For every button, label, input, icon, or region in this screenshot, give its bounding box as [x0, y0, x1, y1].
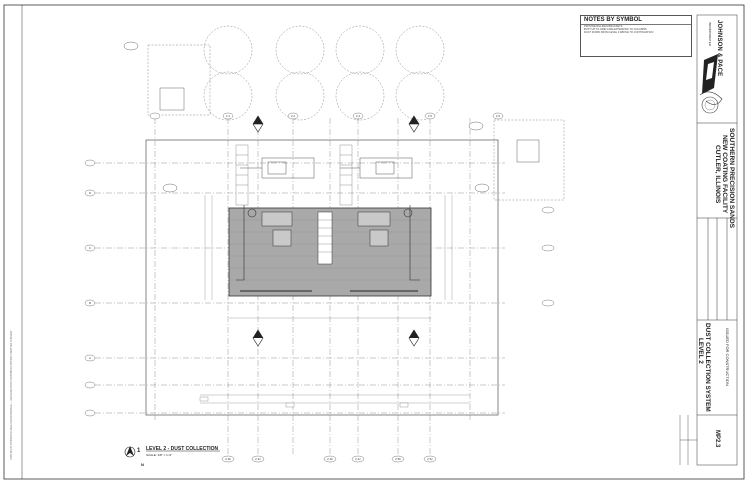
drawing-title-line-1: DUST COLLECTION SYSTEM — [704, 323, 711, 412]
duct-runs — [236, 205, 420, 281]
stair-treads — [318, 219, 332, 253]
grid-label-left: D — [89, 191, 92, 195]
engineer-seal — [701, 96, 719, 114]
section-marker-fills — [253, 116, 419, 338]
grid-label-left: C — [89, 246, 92, 250]
dimension-lines — [200, 195, 470, 404]
note-line: PROVIDE BILLIKEN BRACKETS — [584, 25, 623, 28]
project-line-1: SOUTHERN PRECISION SANDS — [728, 128, 735, 229]
equipment-pad — [159, 87, 185, 111]
dust-collector-units — [240, 157, 413, 179]
silo-outlines — [147, 25, 565, 201]
signature — [699, 91, 723, 105]
sheet-number: MP2.3 — [714, 430, 720, 448]
grid-bubbles-right — [541, 206, 555, 307]
grid-label-top: 2.6 — [496, 114, 501, 118]
grid-label-bottom: 2.5c — [427, 457, 433, 461]
sheet-border — [3, 4, 745, 480]
drawing-title-line-2: LEVEL 2 — [697, 338, 704, 364]
firm-sub: INCORPORATED — [708, 22, 712, 46]
view-scale: SCALE: 1/8" = 1'-0" — [146, 453, 173, 457]
copyright-note: COPYRIGHT JOHNSON & PACE INCORPORATED — … — [10, 330, 13, 460]
grid-label-top: 2.4 — [356, 114, 361, 118]
issued-status: ISSUED FOR CONSTRUCTION — [725, 328, 730, 386]
grid-label-top: 2.5 — [428, 114, 433, 118]
titleblock-grid — [696, 14, 738, 466]
north-arrow-icon — [126, 446, 134, 456]
grid-label-left: A — [89, 356, 91, 360]
stair-towers — [235, 144, 353, 206]
building-outline — [145, 139, 499, 416]
view-title: LEVEL 2 - DUST COLLECTION — [146, 446, 219, 452]
stair-opening — [317, 211, 333, 265]
grid-label-bottom: 2.4b — [327, 457, 333, 461]
grid-label-left: B — [89, 301, 91, 305]
note-line: DUCT DOWN FROM LEVEL 3 ABOVE TO CONTINUA… — [584, 31, 654, 34]
north-label: N — [141, 462, 144, 467]
hoppers — [261, 211, 391, 247]
project-line-2: NEW COATING FACILITY — [721, 135, 728, 214]
grid-bubbles-left — [84, 159, 96, 417]
firm-logo — [702, 54, 718, 94]
grid-label-bottom: 2.5b — [395, 457, 401, 461]
grid-bubbles-top — [149, 112, 504, 120]
notes-title: NOTES BY SYMBOL — [581, 16, 691, 25]
grid-label-bottom: 2.3b — [225, 457, 231, 461]
horizontal-grid-lines — [95, 162, 505, 414]
engineer-seal-inner — [704, 99, 716, 111]
project-line-3: CUTLER, ILLINOIS — [714, 145, 721, 204]
notes-by-symbol-box: NOTES BY SYMBOL PROVIDE BILLIKEN BRACKET… — [580, 15, 692, 57]
detail-tags — [199, 396, 409, 408]
note-line: BUTT UP TO GRID LINE EXTENDING TO COLUMN… — [584, 28, 647, 31]
grid-label-top: 2.2 — [291, 114, 296, 118]
elevation-tags — [123, 41, 490, 193]
view-number: 1 — [137, 448, 141, 454]
grid-bubbles-bottom — [221, 455, 437, 463]
firm-name: JOHNSON & PACE — [716, 20, 722, 77]
grid-label-bottom: 2.4c — [355, 457, 361, 461]
equipment-pad — [516, 139, 540, 163]
grid-label-top: 2.1 — [226, 114, 231, 118]
sheet-info-grid — [679, 415, 697, 465]
grid-label-bottom: 2.3c — [255, 457, 261, 461]
